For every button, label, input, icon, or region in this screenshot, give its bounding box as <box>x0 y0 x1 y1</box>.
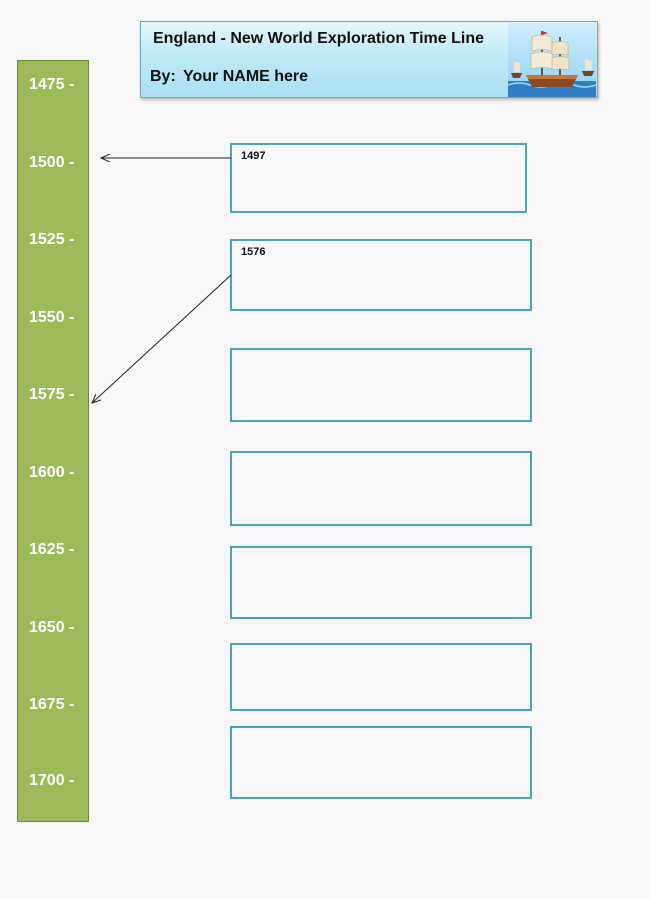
timeline-year-label: 1600 - <box>29 464 75 481</box>
event-year-label: 1497 <box>241 150 266 162</box>
event-box[interactable]: 1497 <box>230 143 527 213</box>
event-box[interactable] <box>230 451 532 526</box>
page-title: England - New World Exploration Time Lin… <box>153 30 484 47</box>
event-year-label: 1576 <box>241 246 266 258</box>
event-box[interactable]: 1576 <box>230 239 532 311</box>
sailing-ships-image <box>508 23 596 97</box>
event-box[interactable] <box>230 643 532 711</box>
timeline-year-label: 1525 - <box>29 231 75 248</box>
author-prefix: By: <box>150 68 176 85</box>
timeline-bar <box>17 60 89 822</box>
timeline-year-label: 1675 - <box>29 696 75 713</box>
event-box[interactable] <box>230 546 532 619</box>
timeline-year-label: 1700 - <box>29 772 75 789</box>
timeline-year-label: 1625 - <box>29 541 75 558</box>
title-banner: England - New World Exploration Time Lin… <box>140 21 598 98</box>
event-box[interactable] <box>230 726 532 799</box>
author-name[interactable]: Your NAME here <box>183 68 309 85</box>
timeline-year-label: 1650 - <box>29 619 75 636</box>
timeline-year-label: 1550 - <box>29 309 75 326</box>
arrow-1576 <box>92 274 232 403</box>
event-box[interactable] <box>230 348 532 422</box>
timeline-year-label: 1475 - <box>29 76 75 93</box>
timeline-year-label: 1500 - <box>29 154 75 171</box>
timeline-year-label: 1575 - <box>29 386 75 403</box>
